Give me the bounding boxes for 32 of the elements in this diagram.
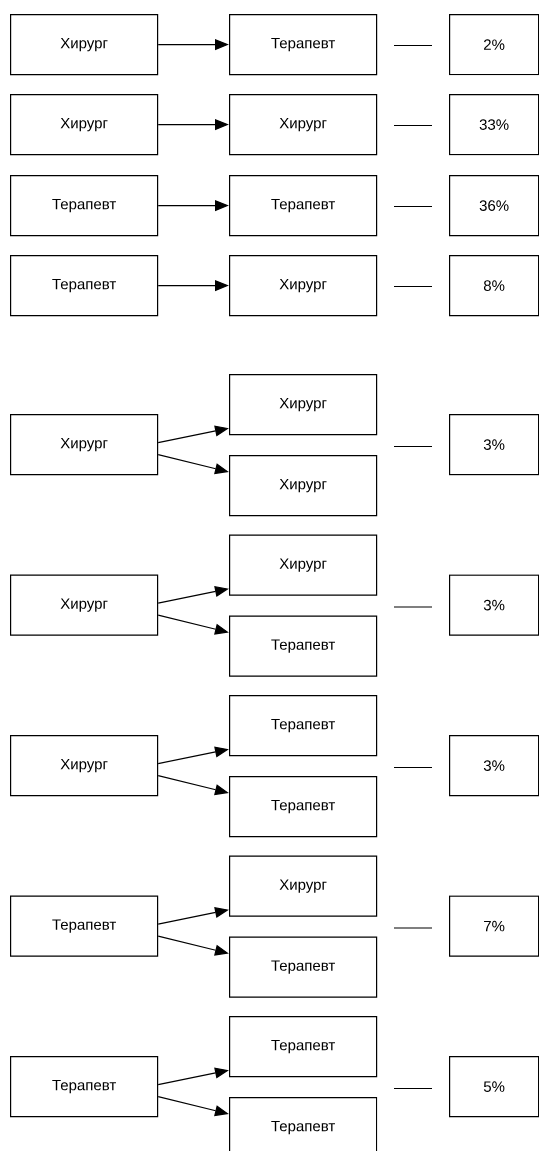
role-box: Терапевт xyxy=(10,255,159,317)
role-box: Хирург xyxy=(10,94,159,156)
role-box: Хирург xyxy=(229,255,378,317)
role-box: Терапевт xyxy=(10,175,159,237)
role-box: Терапевт xyxy=(10,1056,159,1118)
role-box: Хирург xyxy=(229,374,378,436)
role-box: Терапевт xyxy=(229,936,378,998)
role-box: Терапевт xyxy=(229,1016,378,1078)
percent-box: 33% xyxy=(449,94,539,156)
percent-box: 7% xyxy=(449,895,539,957)
role-box: Хирург xyxy=(229,94,378,156)
role-box: Терапевт xyxy=(229,1097,378,1151)
role-box: Хирург xyxy=(10,574,159,636)
percent-box: 3% xyxy=(449,574,539,636)
percent-box: 36% xyxy=(449,175,539,237)
percent-box: 3% xyxy=(449,414,539,476)
role-box: Хирург xyxy=(10,414,159,476)
role-box: Терапевт xyxy=(229,615,378,677)
percent-box: 2% xyxy=(449,14,539,76)
role-box: Хирург xyxy=(229,455,378,517)
role-box: Терапевт xyxy=(229,776,378,838)
role-box: Хирург xyxy=(10,14,159,76)
role-box: Хирург xyxy=(10,735,159,797)
role-box: Терапевт xyxy=(10,895,159,957)
percent-box: 3% xyxy=(449,735,539,797)
role-box: Хирург xyxy=(229,855,378,917)
role-box: Терапевт xyxy=(229,175,378,237)
role-box: Терапевт xyxy=(229,14,378,76)
percent-box: 5% xyxy=(449,1056,539,1118)
percent-box: 8% xyxy=(449,255,539,317)
role-box: Хирург xyxy=(229,534,378,596)
role-box: Терапевт xyxy=(229,695,378,757)
